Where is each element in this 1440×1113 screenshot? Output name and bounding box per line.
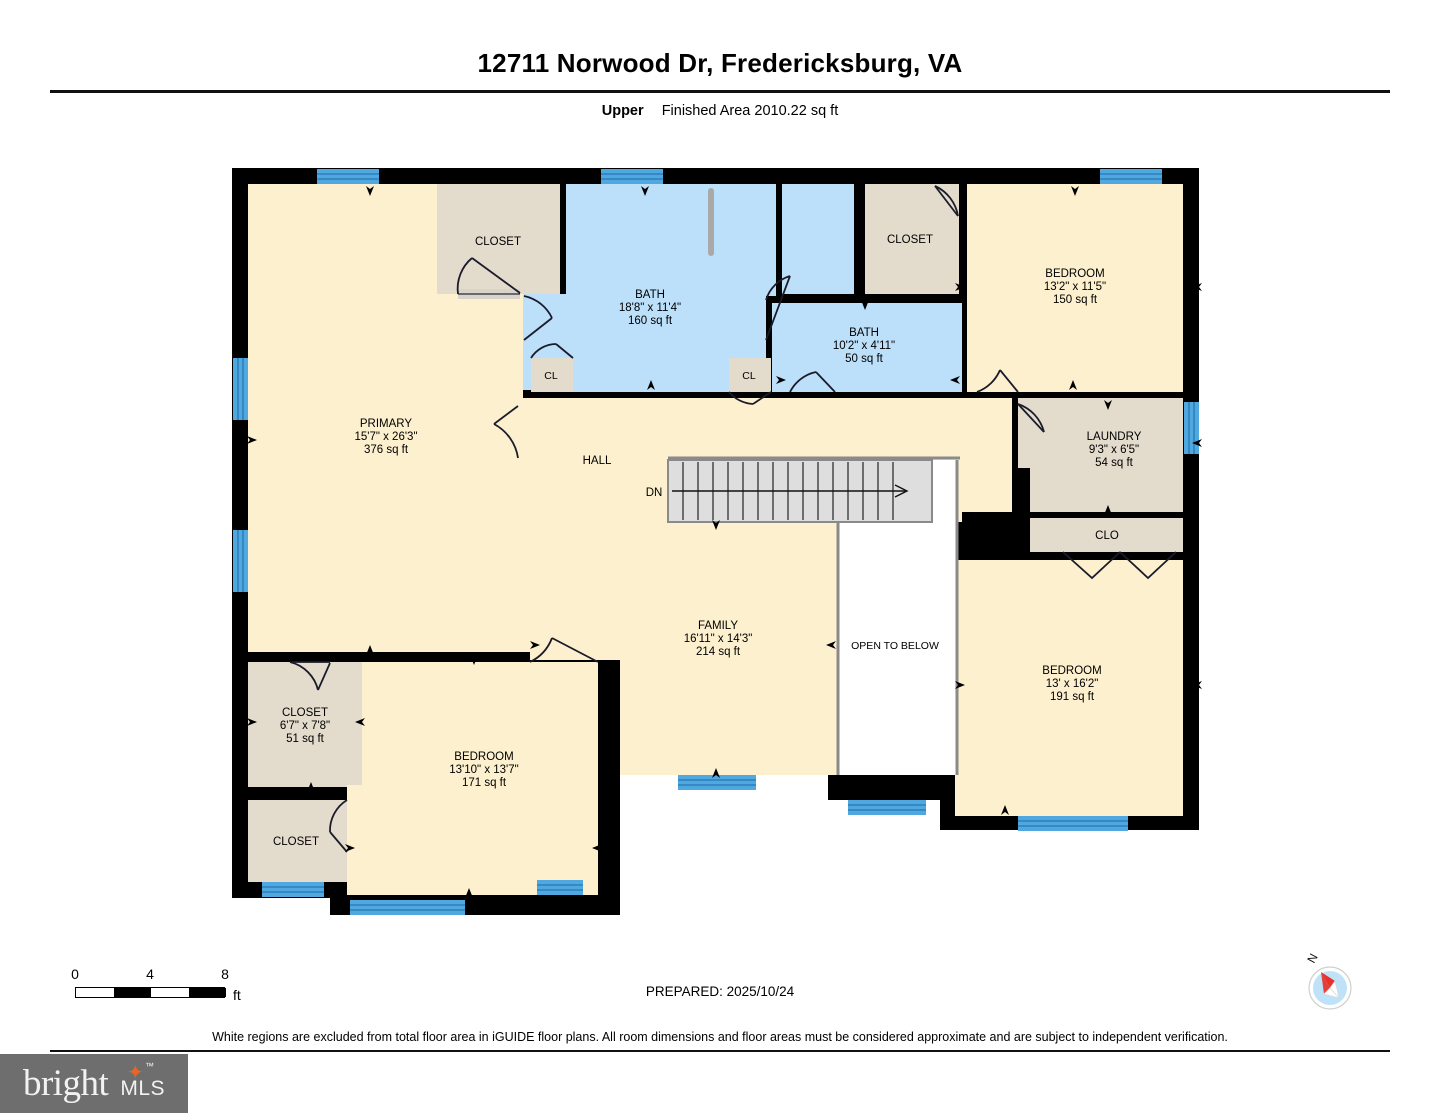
label-bath-main-name: BATH: [635, 289, 665, 301]
room-cl-right: [729, 358, 771, 392]
label-bedroom-sw-name: BEDROOM: [454, 751, 513, 763]
scale-unit-label: ft: [233, 987, 241, 1003]
compass-north-label: N: [1304, 951, 1320, 965]
prepared-date: PREPARED: 2025/10/24: [645, 984, 795, 999]
room-fills: [248, 184, 1183, 895]
logo-mls-text: MLS: [120, 1077, 166, 1100]
window-bottom-closet-sw: [262, 882, 324, 897]
label-bedroom-ne-dims: 13'2" x 11'5": [1044, 281, 1106, 293]
doors: [289, 185, 1177, 853]
logo-trademark: ™: [144, 1061, 154, 1071]
window-bottom-bedroom-sw: [350, 900, 465, 915]
window-bottom-family: [678, 775, 756, 790]
label-cl-right: CL: [742, 370, 756, 382]
windows: [233, 169, 1199, 915]
window-top-bedroom-ne: [1100, 169, 1162, 184]
window-bottom-bedroom-se: [1018, 816, 1128, 831]
label-bedroom-se-dims: 13' x 16'2": [1046, 678, 1099, 690]
page-title: 12711 Norwood Dr, Fredericksburg, VA: [477, 48, 963, 78]
label-closet-sw-name: CLOSET: [282, 707, 328, 719]
label-bath-main-dims: 18'8" x 11'4": [619, 302, 681, 314]
room-laundry: [1018, 398, 1183, 512]
label-bedroom-se-area: 191 sq ft: [1050, 691, 1095, 703]
window-top-primary: [317, 169, 379, 184]
window-left-primary-lower: [233, 530, 248, 592]
header-divider: [50, 90, 1390, 93]
room-clo: [1030, 518, 1183, 552]
label-primary-dims: 15'7" x 26'3": [354, 431, 417, 443]
label-clo: CLO: [1095, 530, 1119, 542]
room-closet-top-left: [437, 184, 560, 294]
label-laundry-area: 54 sq ft: [1095, 457, 1134, 469]
room-bedroom-se: [955, 560, 1183, 816]
logo-brand-text: bright: [22, 1063, 109, 1104]
bright-mls-logo: bright ✦ ™ MLS: [0, 1054, 188, 1113]
room-closet-top-right: [865, 184, 959, 294]
window-top-bath: [601, 169, 663, 184]
label-bath-main-area: 160 sq ft: [628, 315, 673, 327]
floor-level-label: Upper: [601, 103, 644, 119]
room-cl-left: [531, 358, 573, 392]
scale-tick-0: 0: [71, 966, 79, 982]
room-bath-main: [566, 184, 776, 392]
label-primary-name: PRIMARY: [360, 418, 413, 430]
region-open-to-below: [837, 520, 957, 775]
disclaimer-text: White regions are excluded from total fl…: [212, 1030, 1228, 1044]
scale-tick-2: 8: [221, 966, 229, 982]
label-bedroom-sw-area: 171 sq ft: [462, 777, 507, 789]
window-right-laundry: [1184, 402, 1199, 454]
label-closet-top-right: CLOSET: [887, 234, 933, 246]
label-hall: HALL: [583, 455, 612, 467]
scale-track: [75, 987, 226, 998]
label-cl-left: CL: [544, 370, 558, 382]
label-closet-sw-dims: 6'7" x 7'8": [280, 720, 330, 732]
label-bedroom-ne-name: BEDROOM: [1045, 268, 1104, 280]
room-labels: PRIMARY 15'7" x 26'3" 376 sq ft CLOSET B…: [273, 234, 1142, 848]
label-bedroom-se-name: BEDROOM: [1042, 665, 1101, 677]
label-bedroom-ne-area: 150 sq ft: [1053, 294, 1098, 306]
room-closet-sw: [248, 662, 363, 787]
finished-area-label: Finished Area 2010.22 sq ft: [661, 103, 839, 119]
staircase: [667, 456, 960, 775]
label-family-area: 214 sq ft: [696, 646, 741, 658]
footer-divider: [50, 1050, 1390, 1052]
room-closet-sw-small: [248, 800, 347, 882]
label-laundry-dims: 9'3" x 6'5": [1089, 444, 1139, 456]
label-family-dims: 16'11" x 14'3": [684, 633, 753, 645]
window-bottom-bedroom-sw-right: [537, 880, 583, 895]
label-closet-top-left: CLOSET: [475, 236, 521, 248]
logo-star-icon: ✦: [126, 1062, 144, 1084]
compass-rose: N: [1294, 948, 1362, 1016]
label-bedroom-sw-dims: 13'10" x 13'7": [449, 764, 518, 776]
scale-tick-1: 4: [146, 966, 154, 982]
label-laundry-name: LAUNDRY: [1087, 431, 1142, 443]
bath-fixture-divider: [708, 188, 714, 256]
label-bath-small-area: 50 sq ft: [845, 353, 884, 365]
label-closet-sw-small: CLOSET: [273, 836, 319, 848]
label-bath-small-name: BATH: [849, 327, 879, 339]
scale-bar: 0 4 8 ft: [71, 966, 250, 1003]
room-bedroom-ne: [967, 184, 1183, 392]
label-stairs-direction: DN: [646, 487, 663, 499]
label-family-name: FAMILY: [698, 620, 738, 632]
label-closet-sw-area: 51 sq ft: [286, 733, 325, 745]
label-primary-area: 376 sq ft: [364, 444, 409, 456]
label-open-to-below: OPEN TO BELOW: [851, 640, 939, 652]
view-direction-markers: [247, 186, 1202, 898]
window-bottom-se-step: [848, 800, 926, 815]
window-left-primary-upper: [233, 358, 248, 420]
label-bath-small-dims: 10'2" x 4'11": [833, 340, 895, 352]
floor-subtitle: Upper Finished Area 2010.22 sq ft: [0, 103, 1440, 119]
